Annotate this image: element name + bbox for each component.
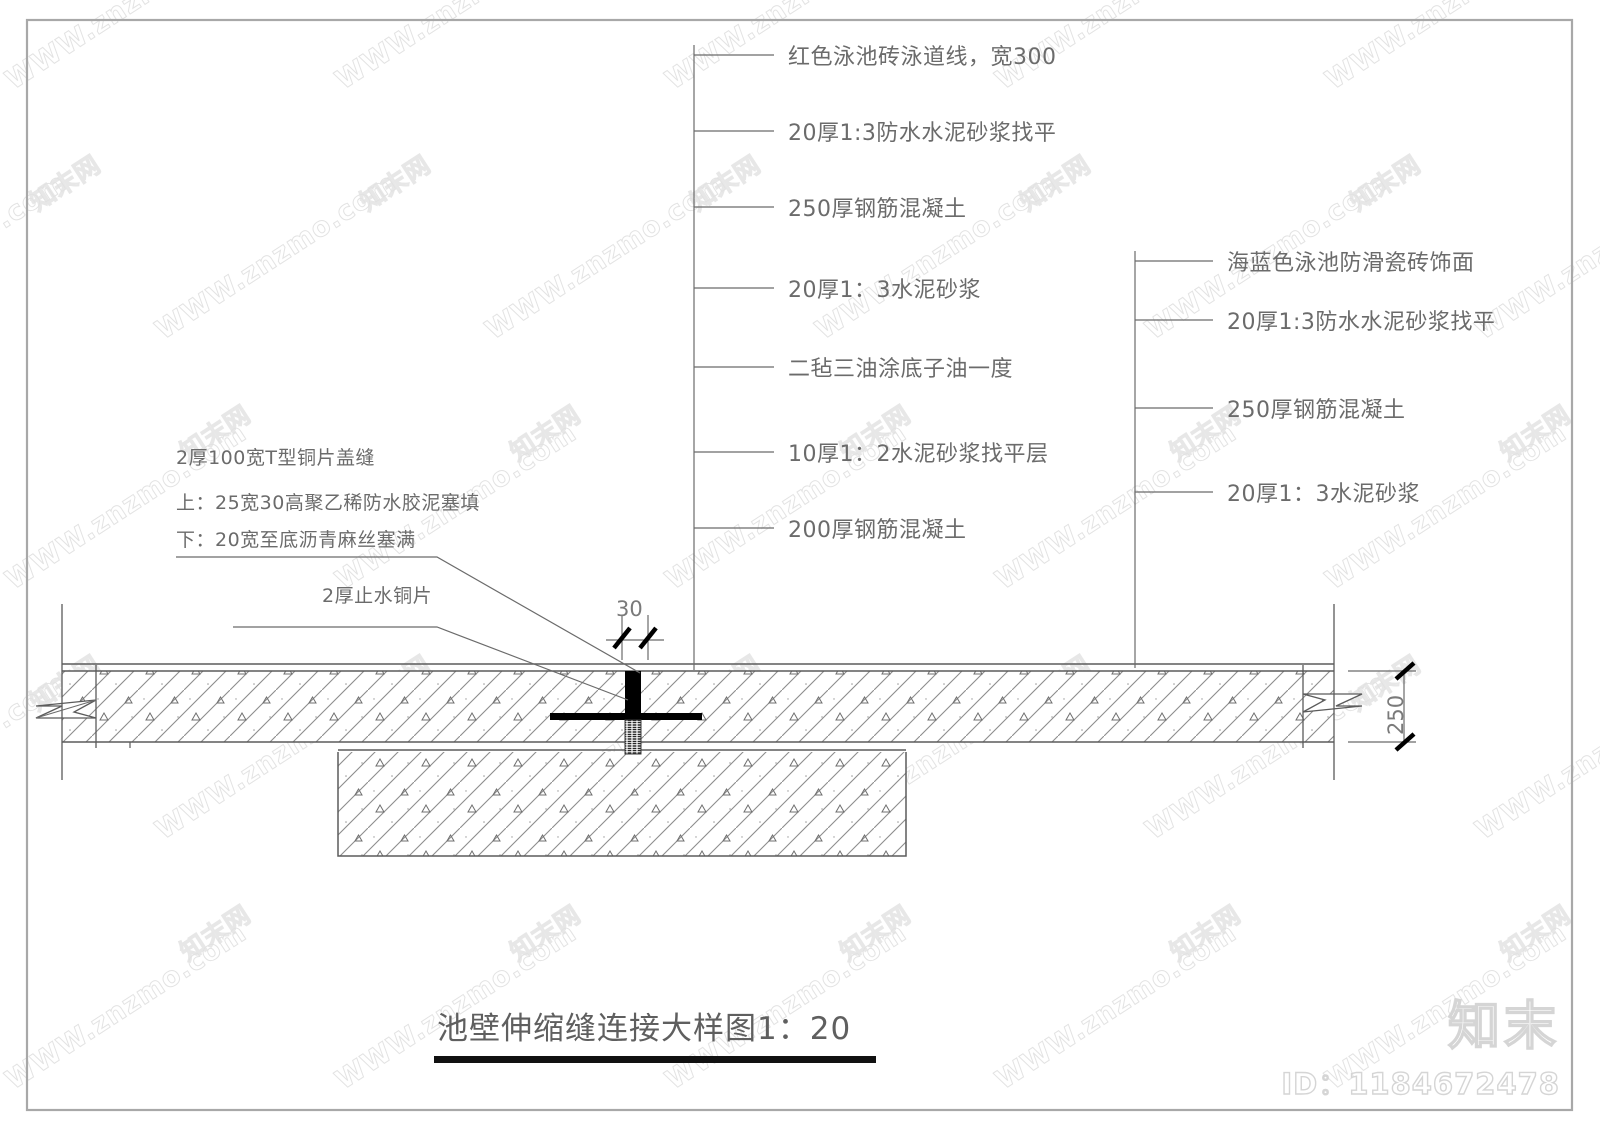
logo-text: 知末: [1447, 997, 1560, 1057]
left-callout-label-1: 上：25宽30高聚乙稀防水胶泥塞填: [176, 492, 480, 514]
copper-plate-callout-label: 2厚止水铜片: [322, 585, 433, 607]
center-callout-label-4: 二毡三油涂底子油一度: [788, 357, 1014, 382]
left-callout-label-0: 2厚100宽T型铜片盖缝: [176, 447, 375, 469]
title-underline: [434, 1056, 876, 1063]
right-callout-leaders: [1134, 251, 1213, 668]
slab-thickness-value: 250: [1384, 694, 1408, 735]
center-callout-label-0: 红色泳池砖泳道线，宽300: [788, 45, 1057, 70]
sheet-frame: [25, 18, 1574, 1112]
slab-thickness-dimension: [1348, 661, 1416, 752]
pool-wall-beam: [337, 749, 907, 857]
expansion-joint-assembly: [550, 671, 702, 755]
resource-id: ID：1184672478: [1281, 1066, 1560, 1101]
right-callout-label-0: 海蓝色泳池防滑瓷砖饰面: [1227, 251, 1475, 276]
drawing-title: 池壁伸缩缝连接大样图1：20: [437, 1011, 852, 1047]
right-callout-label-1: 20厚1:3防水水泥砂浆找平: [1227, 310, 1496, 335]
site-logo: 知末 ID：1184672478: [1281, 997, 1560, 1103]
right-callout-label-3: 20厚1：3水泥砂浆: [1227, 482, 1420, 507]
left-callout-label-2: 下：20宽至底沥青麻丝塞满: [176, 529, 416, 551]
pool-deck-slab: [62, 663, 1334, 748]
joint-width-dimension: [606, 615, 664, 660]
center-callout-label-3: 20厚1：3水泥砂浆: [788, 278, 981, 303]
center-callout-label-1: 20厚1:3防水水泥砂浆找平: [788, 121, 1057, 146]
center-callout-leaders: [693, 45, 774, 670]
center-callout-label-2: 250厚钢筋混凝土: [788, 197, 967, 222]
center-callout-label-6: 200厚钢筋混凝土: [788, 518, 967, 543]
break-line-right: [1302, 604, 1363, 780]
right-callout-label-2: 250厚钢筋混凝土: [1227, 398, 1406, 423]
center-callout-label-5: 10厚1：2水泥砂浆找平层: [788, 442, 1049, 467]
left-callout-leaders: [35, 556, 641, 719]
joint-width-value: 30: [616, 597, 643, 621]
